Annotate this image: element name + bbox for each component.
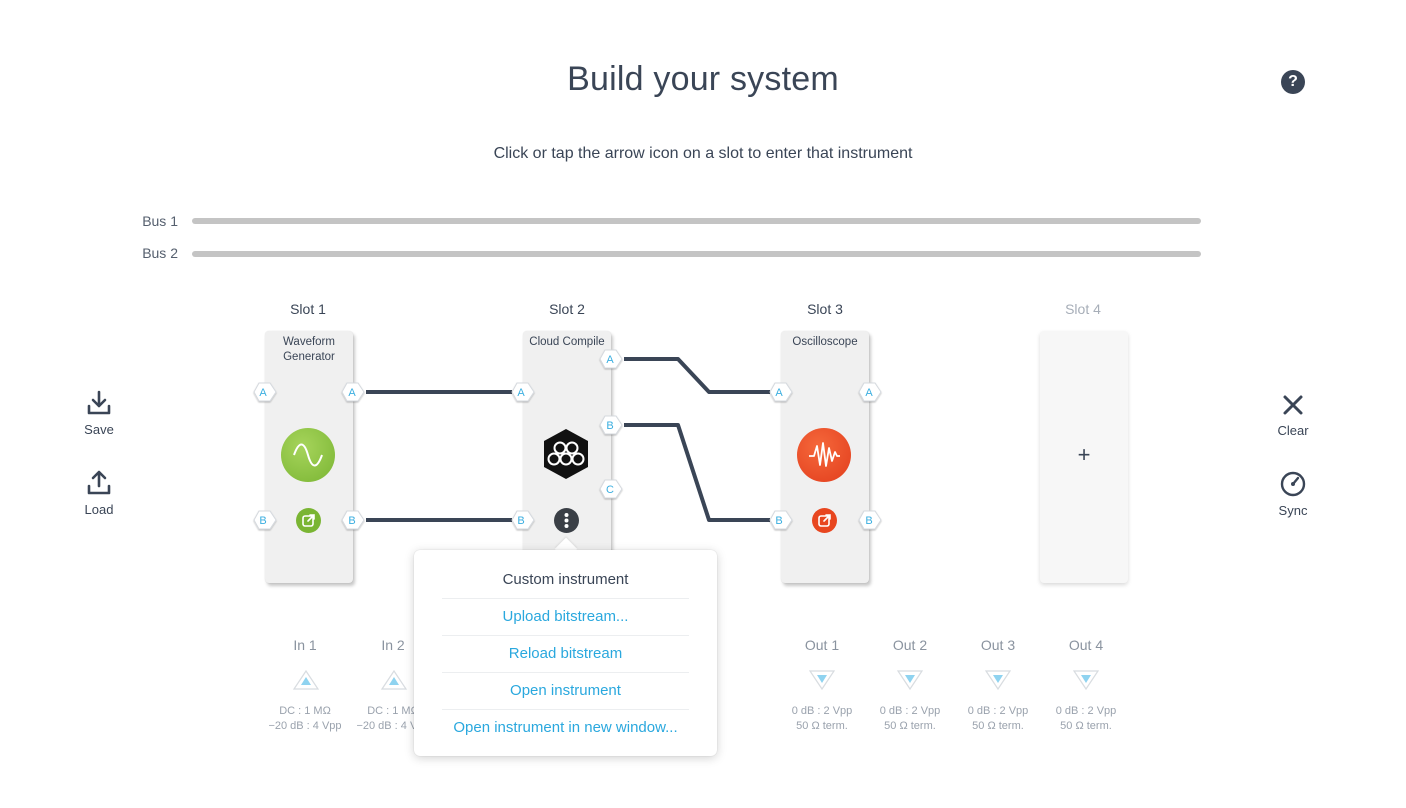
input-2-spec: DC : 1 MΩ−20 dB : 4 Vpp [356, 705, 430, 732]
output-4-connector[interactable] [1071, 668, 1101, 699]
bus-2-line[interactable] [192, 251, 1201, 257]
slot-4-card[interactable]: + [1040, 331, 1128, 583]
slot-1-card[interactable]: Waveform Generator [265, 331, 353, 583]
slot-2-instrument-name: Cloud Compile [529, 336, 605, 348]
open-instrument-new-window-item[interactable]: Open instrument in new window... [442, 709, 689, 746]
output-3-label: Out 3 [980, 637, 1016, 653]
upload-bitstream-item[interactable]: Upload bitstream... [442, 598, 689, 635]
input-2-connector[interactable] [379, 668, 409, 699]
sync-button[interactable]: Sync [1263, 471, 1323, 518]
slot-3-enter-button[interactable] [812, 508, 837, 533]
slot-2-label: Slot 2 [549, 301, 585, 317]
enter-arrow-icon [818, 514, 831, 527]
slot-1-label: Slot 1 [290, 301, 326, 317]
input-1-connector[interactable] [291, 668, 321, 699]
save-button[interactable]: Save [69, 390, 129, 437]
input-1-spec: DC : 1 MΩ−20 dB : 4 Vpp [268, 705, 342, 732]
slot-3-label: Slot 3 [807, 301, 843, 317]
load-label: Load [84, 502, 114, 517]
output-arrow-icon [808, 670, 836, 691]
output-arrow-icon [896, 670, 924, 691]
input-arrow-icon [292, 669, 320, 690]
output-2-label: Out 2 [892, 637, 928, 653]
output-arrow-icon [984, 670, 1012, 691]
context-menu-title: Custom instrument [502, 571, 629, 588]
page-title: Build your system [567, 60, 839, 98]
sync-label: Sync [1278, 503, 1308, 518]
output-1-connector[interactable] [807, 668, 837, 699]
sine-wave-icon[interactable] [281, 428, 335, 482]
slot-4-label: Slot 4 [1065, 301, 1101, 317]
oscilloscope-icon[interactable] [797, 428, 851, 482]
context-menu: Custom instrument Upload bitstream... Re… [414, 550, 717, 756]
reload-bitstream-item[interactable]: Reload bitstream [442, 635, 689, 672]
output-1-label: Out 1 [804, 637, 840, 653]
bus-1-line[interactable] [192, 218, 1201, 224]
input-1-label: In 1 [293, 637, 317, 653]
wire-slot2a-slot3a [624, 357, 770, 394]
bus-2-label: Bus 2 [142, 245, 178, 261]
slot-2-menu-button[interactable] [554, 508, 579, 533]
output-2-connector[interactable] [895, 668, 925, 699]
add-instrument-icon[interactable]: + [1077, 442, 1091, 467]
enter-arrow-icon [302, 514, 315, 527]
page-subtitle: Click or tap the arrow icon on a slot to… [493, 145, 913, 162]
help-button[interactable]: ? [1281, 70, 1305, 94]
wire-slot2b-slot3b [624, 423, 770, 522]
slot-3-instrument-name: Oscilloscope [792, 336, 858, 348]
output-4-label: Out 4 [1068, 637, 1104, 653]
close-icon [1283, 395, 1303, 415]
gauge-icon [1280, 471, 1306, 497]
slot-1-enter-button[interactable] [296, 508, 321, 533]
download-icon [87, 390, 111, 415]
input-2-label: In 2 [381, 637, 405, 653]
upload-icon [87, 470, 111, 495]
more-vertical-icon [564, 513, 569, 528]
clear-button[interactable]: Clear [1263, 393, 1323, 438]
bus-1-label: Bus 1 [142, 213, 178, 229]
cloud-compile-icon[interactable] [541, 428, 591, 480]
help-icon: ? [1288, 73, 1298, 90]
open-instrument-item[interactable]: Open instrument [442, 672, 689, 709]
slot-3-card[interactable]: Oscilloscope [781, 331, 869, 583]
save-label: Save [84, 422, 114, 437]
clear-label: Clear [1277, 423, 1309, 438]
output-3-connector[interactable] [983, 668, 1013, 699]
slot-1-instrument-name: Waveform Generator [283, 336, 335, 363]
load-button[interactable]: Load [69, 470, 129, 517]
output-arrow-icon [1072, 670, 1100, 691]
input-arrow-icon [380, 669, 408, 690]
